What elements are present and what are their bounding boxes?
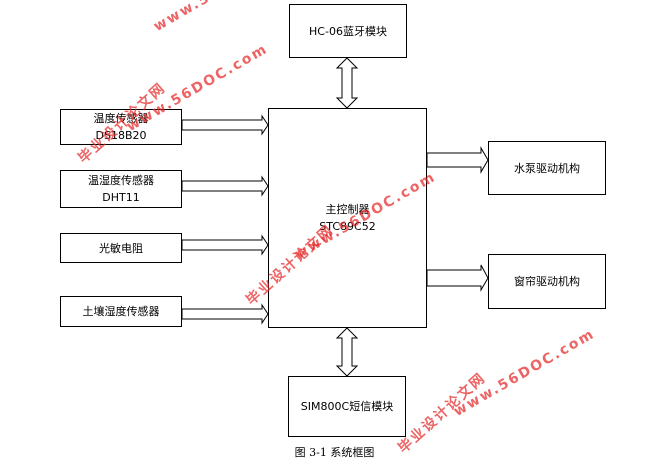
bluetooth-module-label: HC-06蓝牙模块 — [309, 24, 387, 38]
sensor-temperature-label: 温度传感器 — [93, 112, 149, 125]
sensor-humidity-label: 温湿度传感器 — [88, 174, 154, 187]
bottom-module-box: SIM800C短信模块 — [288, 376, 406, 437]
sensor-temperature-model: DS18B20 — [95, 129, 147, 142]
actuator-box-pump: 水泵驱动机构 — [488, 141, 606, 195]
actuator-curtain-label: 窗帘驱动机构 — [514, 275, 580, 288]
sensor-box-photoresistor: 光敏电阻 — [60, 233, 182, 263]
sensor-box-temperature: 温度传感器 DS18B20 — [60, 109, 182, 145]
main-controller-label: 主控制器 — [325, 203, 370, 216]
arrow-controller-bluetooth — [335, 57, 359, 109]
main-controller-box: 主控制器 STC89C52 — [268, 108, 427, 328]
arrow-controller-sms — [335, 327, 359, 377]
top-module-box: HC-06蓝牙模块 — [289, 4, 407, 58]
sensor-soil-moisture-label: 土壤湿度传感器 — [82, 305, 160, 318]
figure-caption: 图 3-1 系统框图 — [294, 446, 375, 459]
sensor-humidity-model: DHT11 — [102, 191, 140, 204]
main-controller-model: STC89C52 — [319, 220, 376, 233]
sensor-box-soil-moisture: 土壤湿度传感器 — [60, 296, 182, 327]
arrow-sensor-1-to-controller — [181, 114, 269, 136]
arrow-controller-to-curtain — [426, 264, 489, 292]
sensor-box-humidity: 温湿度传感器 DHT11 — [60, 170, 182, 208]
arrow-sensor-2-to-controller — [181, 175, 269, 197]
sms-module-label: SIM800C短信模块 — [300, 400, 394, 413]
arrow-sensor-4-to-controller — [181, 303, 269, 325]
actuator-pump-label: 水泵驱动机构 — [514, 161, 580, 175]
sensor-photoresistor-label: 光敏电阻 — [99, 241, 143, 255]
actuator-box-curtain: 窗帘驱动机构 — [488, 254, 606, 309]
arrow-controller-to-pump — [426, 146, 489, 174]
arrow-sensor-3-to-controller — [181, 234, 269, 256]
